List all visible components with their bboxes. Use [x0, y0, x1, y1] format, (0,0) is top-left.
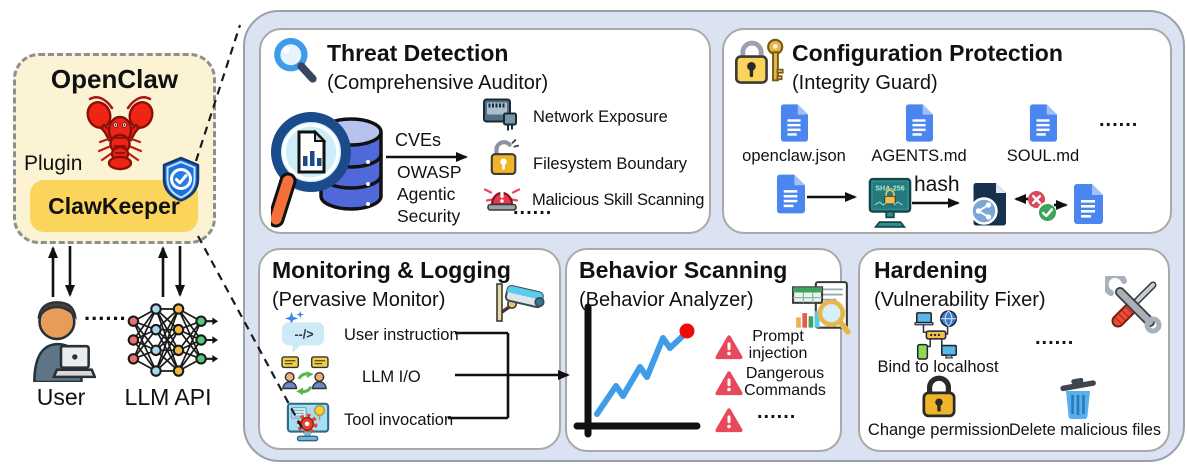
llm-io-icon [281, 356, 329, 396]
config-file-label: SOUL.md [1006, 147, 1080, 165]
hardening-subtitle: (Vulnerability Fixer) [874, 289, 1046, 311]
hardening-item-label: Delete malicious files [1008, 421, 1162, 439]
sha256-monitor-icon: SHA-256 [868, 177, 912, 228]
config-file-label: AGENTS.md [871, 147, 967, 165]
openclaw-title: OpenClaw [50, 64, 179, 94]
sha-256-label: SHA-256 [875, 185, 904, 193]
hash-label: hash [914, 173, 960, 196]
behavior-warning-label: Prompt injection [748, 328, 808, 362]
config-dots: ...... [1099, 109, 1139, 131]
hardening-title: Hardening [874, 257, 988, 283]
configuration-protection-panel: Configuration Protection (Integrity Guar… [722, 28, 1172, 234]
monitoring-logging-panel: Monitoring & Logging (Pervasive Monitor)… [258, 248, 561, 450]
warning-triangle-icon [715, 371, 743, 396]
config-file-label: openclaw.json [742, 147, 846, 165]
audit-scan-icon [271, 112, 383, 228]
user-label: User [36, 384, 86, 410]
doc-icon [780, 104, 808, 142]
owasp-label: OWASP Agentic Security [397, 162, 462, 226]
threat-detection-panel: Threat Detection (Comprehensive Auditor)… [259, 28, 711, 234]
doc-icon [776, 174, 805, 214]
hardening-item-label: Bind to localhost [877, 358, 999, 376]
threat-dots: ...... [513, 197, 553, 219]
lobster-icon [86, 96, 154, 171]
network-devices-icon [914, 310, 957, 360]
threat-title: Threat Detection [327, 40, 509, 66]
threat-subtitle: (Comprehensive Auditor) [327, 72, 549, 94]
behavior-dots: ...... [757, 401, 797, 423]
cross-badge-icon [1025, 188, 1048, 211]
threat-item-label: Filesystem Boundary [533, 155, 688, 173]
behavior-warning-label: Dangerous Commands [744, 365, 826, 399]
hash-file-icon [970, 183, 1006, 226]
config-title: Configuration Protection [792, 40, 1063, 66]
llm-api-label: LLM API [124, 384, 212, 410]
monitoring-item-label: User instruction [344, 326, 459, 344]
hardening-item-label: Change permission [867, 421, 1011, 439]
threat-item-label: Malicious Skill Scanning [532, 191, 705, 209]
trash-icon [1060, 377, 1096, 420]
plugin-label: Plugin [24, 152, 83, 175]
monitoring-title: Monitoring & Logging [272, 257, 511, 283]
actor-dots: ...... [84, 300, 127, 325]
chat-code-icon: --/> [282, 310, 325, 354]
doc-icon [1029, 104, 1057, 142]
behavior-scanning-panel: Behavior Scanning (Behavior Analyzer) Pr… [565, 248, 851, 452]
doc-icon [1074, 184, 1103, 224]
code-glyph: --/> [295, 328, 314, 342]
analytics-report-icon [792, 281, 851, 335]
behavior-title: Behavior Scanning [579, 257, 788, 283]
cves-label: CVEs [394, 130, 441, 150]
lock-key-icon [735, 38, 784, 84]
behavior-subtitle: (Behavior Analyzer) [579, 289, 754, 311]
alarm-icon [484, 188, 520, 211]
open-padlock-icon [490, 139, 520, 175]
user-icon [33, 301, 96, 382]
ethernet-port-icon [483, 98, 517, 131]
monitoring-subtitle: (Pervasive Monitor) [272, 289, 446, 311]
warning-triangle-icon [715, 408, 743, 433]
doc-icon [905, 104, 933, 142]
tool-monitor-icon [286, 402, 330, 442]
check-badge-icon [1036, 201, 1059, 224]
shield-check-icon [162, 156, 200, 202]
threat-item-label: Network Exposure [533, 108, 668, 126]
openclaw-card: OpenClaw Plugin [13, 53, 216, 244]
clawkeeper-label: ClawKeeper [48, 192, 180, 219]
padlock-icon [922, 375, 956, 418]
llm-api-icon [127, 303, 218, 377]
hardening-panel: Hardening (Vulnerability Fixer) [858, 248, 1170, 452]
search-icon [274, 38, 317, 83]
monitoring-item-label: Tool invocation [344, 411, 454, 429]
warning-triangle-icon [715, 335, 743, 360]
hardening-dots: ...... [1035, 327, 1075, 349]
cctv-camera-icon [496, 283, 545, 322]
monitoring-item-label: LLM I/O [362, 368, 421, 386]
tools-icon [1105, 276, 1162, 334]
config-subtitle: (Integrity Guard) [792, 72, 938, 94]
